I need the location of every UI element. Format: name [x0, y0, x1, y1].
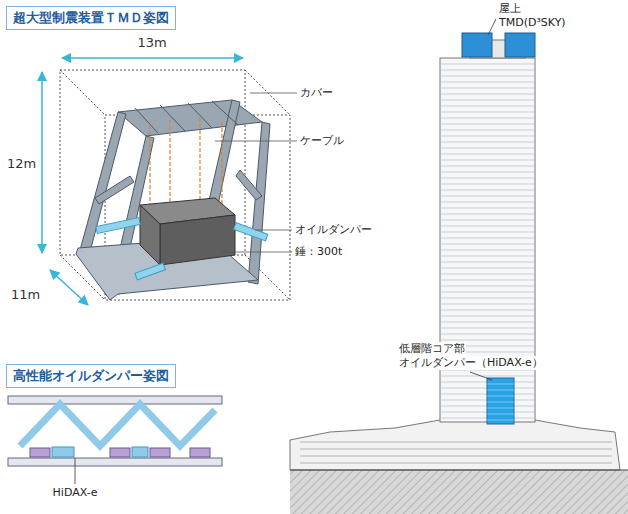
location-label: TMD(D³SKY) [498, 16, 567, 30]
floor-line [440, 106, 535, 107]
core-floor-line [487, 390, 514, 391]
callout-label: ケーブル [299, 134, 345, 148]
floor-line [440, 310, 535, 311]
floor-line [440, 172, 535, 173]
floor-line [440, 226, 535, 227]
callout-label: オイルダンパー [294, 223, 373, 237]
floor-line [440, 190, 535, 191]
floor-line [440, 262, 535, 263]
core-floor-line [487, 408, 514, 409]
heading-box: 超大型制震装置ＴＭＤ姿図 [6, 6, 176, 30]
floor-line [440, 142, 535, 143]
heading-box: 高性能オイルダンパー姿図 [6, 364, 176, 388]
location-label: オイルダンパー（HiDAX-e） [398, 356, 544, 370]
dimension-label: 13m [136, 36, 167, 50]
podium-floor-line [300, 442, 612, 443]
floor-line [440, 202, 535, 203]
floor-line [440, 286, 535, 287]
location-label: 低層階コア部 [398, 342, 466, 356]
floor-line [440, 298, 535, 299]
floor-line [440, 136, 535, 137]
part-label: HiDAX-e [52, 486, 99, 500]
core-floor-line [487, 420, 514, 421]
floor-line [440, 70, 535, 71]
heading-text: 高性能オイルダンパー姿図 [13, 367, 169, 385]
floor-line [440, 88, 535, 89]
floor-line [440, 250, 535, 251]
floor-line [440, 160, 535, 161]
floor-line [440, 94, 535, 95]
floor-line [440, 322, 535, 323]
floor-line [440, 112, 535, 113]
tmd-frame [76, 100, 270, 300]
callout-label: 錘：300t [294, 245, 343, 259]
damper-frame-diagram [8, 396, 222, 484]
floor-line [440, 238, 535, 239]
core-floor-line [487, 396, 514, 397]
cover-outline [60, 70, 290, 300]
floor-line [440, 256, 535, 257]
podium-floor-line [300, 449, 612, 450]
dimension-label: 11m [10, 288, 41, 302]
oil-dampers [96, 217, 268, 279]
core-floor-line [487, 384, 514, 385]
floor-line [440, 334, 535, 335]
callout-label: カバー [299, 86, 334, 100]
floor-line [440, 130, 535, 131]
floor-line [440, 124, 535, 125]
floor-line [440, 178, 535, 179]
floor-line [440, 220, 535, 221]
floor-line [440, 340, 535, 341]
floor-line [440, 214, 535, 215]
floor-line [440, 292, 535, 293]
floor-line [440, 232, 535, 233]
floor-line [440, 316, 535, 317]
heading-text: 超大型制震装置ＴＭＤ姿図 [13, 9, 169, 27]
floor-line [440, 82, 535, 83]
floor-line [440, 268, 535, 269]
floor-line [440, 196, 535, 197]
floor-line [440, 280, 535, 281]
building-section [290, 19, 628, 514]
floor-line [440, 208, 535, 209]
floor-line [440, 76, 535, 77]
floor-line [440, 184, 535, 185]
floor-line [440, 328, 535, 329]
podium-floor-line [300, 456, 612, 457]
floor-line [440, 376, 535, 377]
floor-line [440, 64, 535, 65]
dimension-label: 12m [6, 157, 37, 171]
leader-lines [215, 93, 297, 252]
core-floor-line [487, 402, 514, 403]
core-floor-line [487, 414, 514, 415]
floor-line [440, 100, 535, 101]
floor-line [440, 154, 535, 155]
floor-line [440, 166, 535, 167]
floor-line [440, 118, 535, 119]
tmd-weight [140, 198, 235, 265]
floor-line [440, 274, 535, 275]
floor-line [440, 304, 535, 305]
floor-line [440, 244, 535, 245]
location-label: 屋上 [498, 2, 522, 16]
podium-floor-line [300, 463, 612, 464]
floor-line [440, 148, 535, 149]
